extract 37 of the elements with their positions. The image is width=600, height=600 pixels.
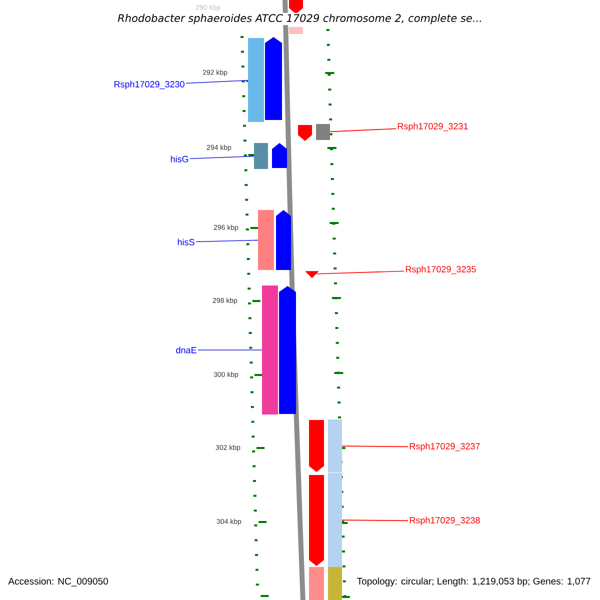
title: Rhodobacter sphaeroides ATCC 17029 chromosome 2, complete se... <box>116 12 484 26</box>
gene-block <box>328 567 342 600</box>
leader-line <box>190 156 254 160</box>
gene-bar <box>258 210 274 270</box>
gene-label: dnaE <box>176 346 196 354</box>
gene-bar <box>248 38 264 122</box>
leader-line <box>342 446 408 448</box>
gene-label: Rsph17029_3235 <box>406 266 476 274</box>
leader-line <box>186 80 248 84</box>
gene-feature <box>305 271 319 278</box>
gene-block <box>265 37 282 120</box>
gene-block <box>289 0 303 14</box>
gene-block <box>309 475 324 566</box>
gene-block <box>298 125 312 141</box>
leader-line <box>196 240 258 242</box>
gene-bar <box>328 473 342 567</box>
leader-line <box>316 270 404 274</box>
leader-line <box>330 128 396 132</box>
gene-label: Rsph17029_3238 <box>410 516 480 526</box>
gene-block <box>276 210 291 270</box>
leader-line <box>342 520 408 522</box>
gene-label: hisG <box>170 156 188 162</box>
gene-label: Rsph17029_3231 <box>398 122 468 132</box>
gene-block <box>279 286 296 414</box>
gene-block <box>272 143 287 168</box>
gene-label: Rsph17029_3237 <box>410 442 480 452</box>
gene-bar <box>254 143 268 169</box>
gene-bar <box>262 286 278 414</box>
gene-block <box>309 567 324 600</box>
accession-label: Accession: NC_009050 <box>7 576 110 588</box>
genome-info-label: Topology: circular; Length: 1,219,053 bp; Genes: 1,077 <box>356 576 592 588</box>
gene-bar <box>328 420 342 472</box>
gene-label: hisS <box>178 238 194 246</box>
gene-block <box>309 420 324 472</box>
gene-bar <box>316 124 330 140</box>
gene-label: Rsph17029_3230 <box>114 80 184 90</box>
gene-block <box>289 27 303 34</box>
